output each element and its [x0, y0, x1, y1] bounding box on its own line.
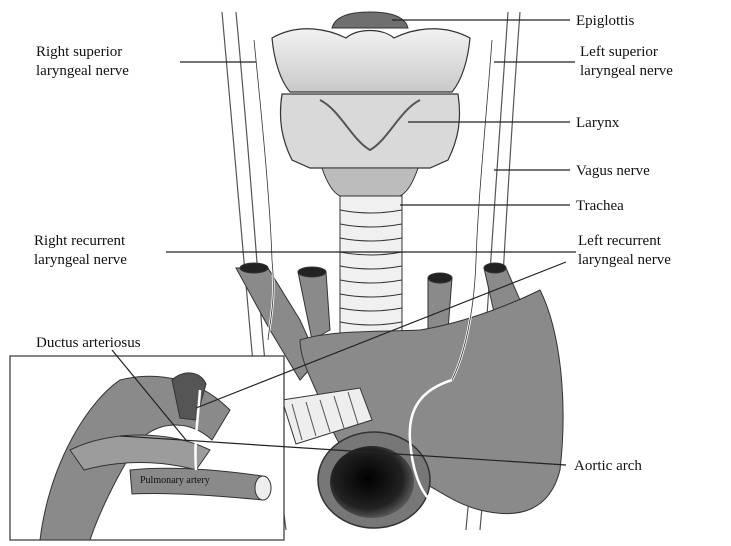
label-vagus: Vagus nerve [576, 163, 650, 179]
aorta-lumen [330, 446, 414, 518]
label-epiglottis: Epiglottis [576, 13, 635, 29]
cricoid-cartilage [322, 168, 418, 196]
label-trachea: Trachea [576, 198, 624, 214]
label-right-recurrent-1: Right recurrent [34, 233, 126, 249]
larynx-shape [280, 94, 459, 168]
ductus-inset [10, 356, 284, 540]
label-aortic-arch: Aortic arch [574, 458, 642, 474]
label-left-superior-2: laryngeal nerve [580, 63, 673, 79]
label-right-recurrent-2: laryngeal nerve [34, 252, 127, 268]
label-pulmonary: Pulmonary artery [140, 475, 210, 486]
hyoid-cartilage [272, 29, 470, 92]
label-ductus: Ductus arteriosus [36, 335, 141, 351]
label-right-superior-2: laryngeal nerve [36, 63, 129, 79]
label-left-superior-1: Left superior [580, 44, 658, 60]
label-larynx: Larynx [576, 115, 620, 131]
label-right-superior-1: Right superior [36, 44, 122, 60]
label-left-recurrent-2: laryngeal nerve [578, 252, 671, 268]
label-left-recurrent-1: Left recurrent [578, 233, 662, 249]
